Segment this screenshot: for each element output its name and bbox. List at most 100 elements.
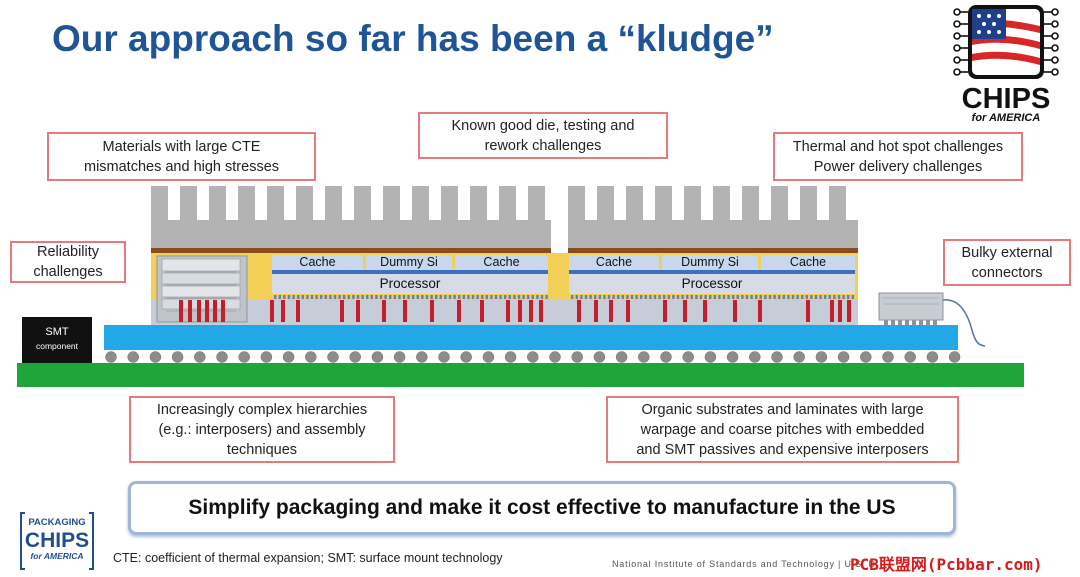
tsv-bump: [830, 300, 834, 322]
callout-materials-line1: Materials with large CTE: [102, 138, 261, 155]
solder-ball: [837, 351, 850, 363]
micro-bump: [764, 295, 767, 299]
micro-bump: [658, 295, 661, 299]
micro-bump: [626, 295, 629, 299]
micro-bump: [522, 295, 525, 299]
tsv-bump: [594, 300, 598, 322]
micro-bump: [773, 295, 776, 299]
tsv-bump: [626, 300, 630, 322]
micro-bump: [603, 295, 606, 299]
tsv-bump: [197, 300, 201, 322]
callout-kgd-line2: rework challenges: [484, 137, 602, 154]
callout-materials: Materials with large CTE mismatches and …: [47, 132, 316, 181]
cache-left-2: [455, 255, 548, 270]
micro-bump: [393, 295, 396, 299]
micro-bump: [828, 295, 831, 299]
micro-bump: [508, 295, 511, 299]
cache-right-2: [761, 255, 855, 270]
micro-bump: [444, 295, 447, 299]
callout-substrates: Organic substrates and laminates with la…: [606, 396, 959, 463]
tsv-bump: [213, 300, 217, 322]
logo-chips-text: CHIPS: [962, 83, 1051, 115]
solder-ball: [860, 351, 872, 363]
processor-top-left: [272, 270, 548, 274]
micro-bump: [384, 295, 387, 299]
micro-bump: [833, 295, 836, 299]
tsv-bump: [221, 300, 225, 322]
callout-connectors-line1: Bulky external: [961, 244, 1053, 261]
micro-bump: [755, 295, 758, 299]
solder-ball: [726, 351, 739, 363]
micro-bump: [672, 295, 675, 299]
micro-bumps-right: [569, 294, 855, 300]
micro-bump: [598, 295, 601, 299]
cache-left-1: [272, 255, 363, 270]
micro-bump: [810, 295, 813, 299]
micro-bump: [621, 295, 624, 299]
micro-bump: [421, 295, 424, 299]
watermark: PCB联盟网(Pcbbar.com): [850, 555, 1043, 574]
micro-bump: [741, 295, 744, 299]
micro-bump: [778, 295, 781, 299]
callout-thermal-line1: Thermal and hot spot challenges: [792, 138, 1004, 155]
micro-bump: [485, 295, 488, 299]
micro-bump: [494, 295, 498, 299]
micro-bump: [287, 295, 291, 299]
micro-bump: [667, 295, 670, 299]
logo-for-america-text: for AMERICA: [972, 112, 1041, 124]
heatsink-right: [568, 186, 858, 248]
micro-bump: [690, 295, 693, 299]
tsv-bump: [281, 300, 285, 322]
solder-ball: [416, 351, 428, 363]
micro-bump: [297, 295, 300, 299]
solder-ball: [704, 351, 717, 363]
micro-bump: [283, 295, 286, 299]
solder-ball: [615, 351, 628, 363]
pcb-board: [17, 363, 1024, 387]
tsv-bump: [188, 300, 192, 322]
micro-bump: [356, 295, 360, 299]
micro-bump: [736, 295, 739, 299]
micro-bump: [745, 295, 749, 299]
callout-kgd-line1: Known good die, testing and: [451, 117, 635, 134]
micro-bump: [801, 295, 804, 299]
micro-bump: [681, 295, 684, 299]
micro-bump: [580, 295, 583, 299]
micro-bump: [814, 295, 818, 299]
micro-bump: [425, 295, 429, 299]
micro-bump: [306, 295, 309, 299]
micro-bump: [713, 295, 716, 299]
micro-bump: [412, 295, 415, 299]
through-silicon-vias: [179, 300, 851, 322]
micro-bump: [402, 295, 406, 299]
micro-bump: [824, 295, 827, 299]
solder-ball: [260, 351, 273, 363]
tsv-bump: [847, 300, 851, 322]
micro-bump: [490, 295, 493, 299]
micro-bump: [315, 295, 318, 299]
tsv-bump: [703, 300, 707, 322]
micro-bump: [375, 295, 378, 299]
micro-bump: [640, 295, 643, 299]
solder-ball: [216, 351, 228, 363]
callout-thermal: Thermal and hot spot challenges Power de…: [773, 132, 1023, 181]
micro-bump: [389, 295, 392, 299]
callout-reliability: Reliability challenges: [10, 241, 126, 283]
micro-bump: [732, 295, 735, 299]
tsv-bump: [356, 300, 360, 322]
tsv-bump: [457, 300, 461, 322]
micro-bump: [842, 295, 845, 299]
interposer-lower-layer: [151, 300, 858, 325]
micro-bump: [851, 295, 854, 299]
tsv-bump: [577, 300, 581, 322]
solder-ball: [482, 351, 495, 363]
external-connector: [878, 292, 986, 347]
solder-ball: [105, 351, 117, 363]
micro-bump: [699, 295, 703, 299]
smt-component: SMT component: [22, 317, 92, 363]
micro-bump: [448, 295, 452, 299]
micro-bump: [292, 295, 295, 299]
processor-top-right: [569, 270, 855, 274]
tsv-bump: [733, 300, 737, 322]
micro-bump: [517, 295, 521, 299]
